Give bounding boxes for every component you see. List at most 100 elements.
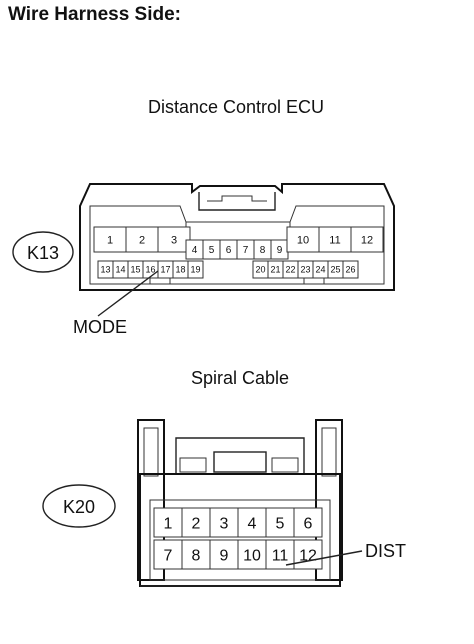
k13-pin-3: 3: [157, 226, 191, 253]
k20-pin-cell: [293, 539, 323, 570]
k20-pin-1: 1: [153, 507, 183, 538]
k13-pin-number: 3: [171, 234, 177, 246]
k20-pin-number: 8: [192, 547, 201, 564]
k13-pin-23: 23: [297, 260, 314, 279]
k13-pin-12: 12: [350, 226, 384, 253]
k20-pin-number: 5: [276, 515, 285, 532]
k20-pin-number: 7: [164, 547, 173, 564]
k13-pin-8: 8: [253, 239, 272, 260]
connector-id-k13-label: K13: [27, 243, 59, 263]
k13-pin-number: 25: [330, 265, 340, 275]
callout-mode-leader: [97, 270, 159, 317]
k20-pin-cell: [209, 539, 239, 570]
k13-pin-number: 5: [209, 245, 215, 256]
k13-pin-number: 8: [260, 245, 266, 256]
k20-pin-number: 11: [272, 547, 289, 564]
k20-pin-3: 3: [209, 507, 239, 538]
k20-pin-5: 5: [265, 507, 295, 538]
k13-pin-24: 24: [312, 260, 329, 279]
callout-dist-label: DIST: [365, 541, 406, 561]
k20-pin-11: 11: [265, 539, 295, 570]
connector-k20-housing: [137, 419, 343, 587]
k13-pin-6: 6: [219, 239, 238, 260]
k13-pin-19: 19: [187, 260, 204, 279]
k20-pin-number: 10: [243, 547, 261, 564]
k13-pin-number: 18: [175, 265, 185, 275]
k13-pin-9: 9: [270, 239, 289, 260]
callout-mode-label: MODE: [73, 317, 127, 337]
k13-pin-26: 26: [342, 260, 359, 279]
k13-pin-number: 15: [130, 265, 140, 275]
k13-pin-22: 22: [282, 260, 299, 279]
k20-pin-number: 9: [220, 547, 229, 564]
k20-pin-number: 3: [220, 515, 229, 532]
k13-pin-number: 20: [255, 265, 265, 275]
k13-pin-number: 7: [243, 245, 249, 256]
k13-pin-number: 12: [361, 234, 373, 246]
k20-pin-number: 4: [248, 515, 257, 532]
k13-pin-cell: [157, 226, 191, 253]
k13-pin-18: 18: [172, 260, 189, 279]
k13-pin-2: 2: [125, 226, 159, 253]
k20-pin-10: 10: [237, 539, 267, 570]
k13-pin-number: 13: [100, 265, 110, 275]
connector-k13-housing: [79, 183, 395, 291]
connector-id-k20: K20: [42, 484, 116, 528]
k13-pin-number: 21: [270, 265, 280, 275]
callout-dist: DIST: [285, 541, 406, 566]
component-label-distance-control-ecu: Distance Control ECU: [148, 97, 324, 117]
k13-pin-number: 16: [145, 265, 155, 275]
k20-pin-7: 7: [153, 539, 183, 570]
k20-pin-cell: [181, 507, 211, 538]
k20-pin-8: 8: [181, 539, 211, 570]
k20-pin-number: 2: [192, 515, 201, 532]
k13-pin-number: 17: [160, 265, 170, 275]
k20-pin-number: 6: [304, 515, 313, 532]
k13-pin-21: 21: [267, 260, 284, 279]
k20-pin-9: 9: [209, 539, 239, 570]
k13-pin-number: 22: [285, 265, 295, 275]
k13-pin-14: 14: [112, 260, 129, 279]
k20-pin-12: 12: [293, 539, 323, 570]
callout-mode: MODE: [73, 270, 159, 337]
k13-pin-number: 24: [315, 265, 325, 275]
k13-pin-cell: [187, 260, 204, 279]
k13-pin-number: 14: [115, 265, 125, 275]
connector-id-k20-label: K20: [63, 497, 95, 517]
k13-pin-25: 25: [327, 260, 344, 279]
k13-pin-1: 1: [93, 226, 127, 253]
k20-pin-cell: [293, 507, 323, 538]
k20-pin-cell: [181, 539, 211, 570]
k13-pin-number: 26: [345, 265, 355, 275]
k20-pin-cell: [153, 507, 183, 538]
k13-pin-cell: [350, 226, 384, 253]
k13-pin-cell: [342, 260, 359, 279]
k20-pin-number: 1: [164, 515, 173, 532]
k13-pin-5: 5: [202, 239, 221, 260]
k13-pin-17: 17: [157, 260, 174, 279]
k20-pin-cell: [237, 539, 267, 570]
k13-pin-4: 4: [185, 239, 204, 260]
k13-pin-number: 9: [277, 245, 283, 256]
k13-pin-7: 7: [236, 239, 255, 260]
k20-pin-6: 6: [293, 507, 323, 538]
k13-pin-number: 1: [107, 234, 113, 246]
k13-pin-20: 20: [252, 260, 269, 279]
k20-pin-4: 4: [237, 507, 267, 538]
k20-pin-cell: [209, 507, 239, 538]
k13-pin-number: 6: [226, 245, 232, 256]
component-label-spiral-cable: Spiral Cable: [191, 368, 289, 388]
k13-pin-number: 2: [139, 234, 145, 246]
callout-dist-leader: [285, 550, 363, 566]
k13-pin-16: 16: [142, 260, 159, 279]
page-title: Wire Harness Side:: [8, 4, 182, 25]
k13-pin-number: 11: [329, 234, 340, 246]
k13-pin-11: 11: [318, 226, 352, 253]
k13-pin-15: 15: [127, 260, 144, 279]
connector-id-k13: K13: [12, 231, 74, 273]
